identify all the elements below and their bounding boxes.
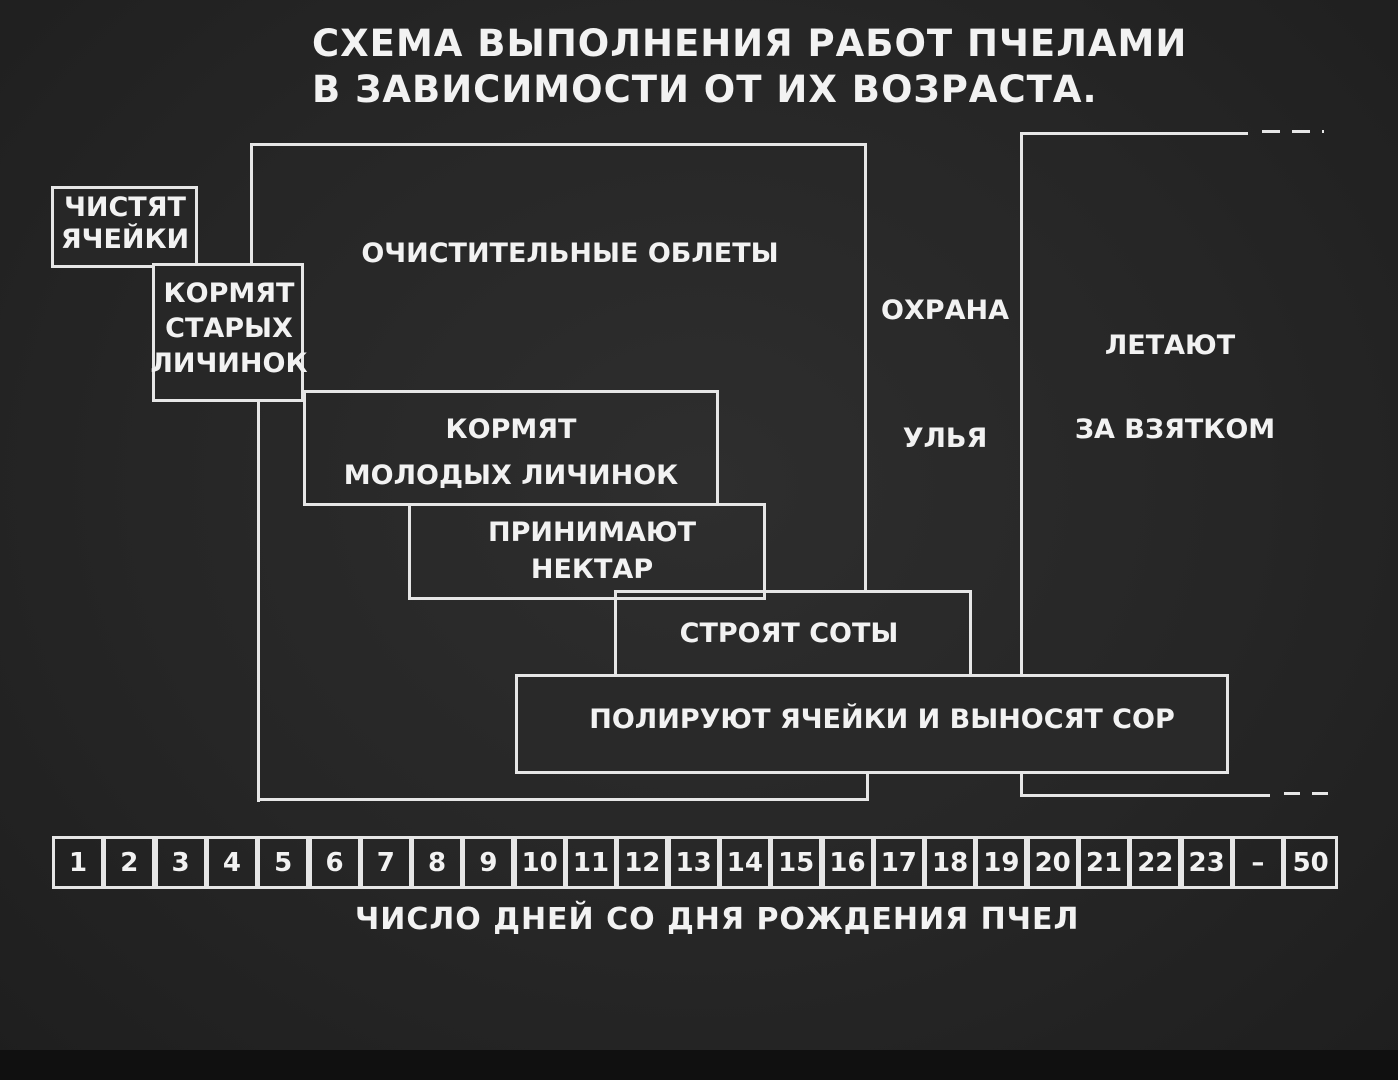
task-label-cleaning: ЧИСТЯТ ЯЧЕЙКИ bbox=[60, 192, 190, 255]
day-cell: 15 bbox=[770, 836, 823, 889]
task-box-cleaning bbox=[51, 186, 198, 268]
task-label-guard-2: УЛЬЯ bbox=[902, 423, 988, 454]
day-cell: 7 bbox=[359, 836, 412, 889]
day-cell: 5 bbox=[257, 836, 310, 889]
day-cell: 4 bbox=[205, 836, 258, 889]
day-cell: 1 bbox=[52, 836, 104, 889]
axis-label: ЧИСЛО ДНЕЙ СО ДНЯ РОЖДЕНИЯ ПЧЕЛ bbox=[355, 902, 1080, 937]
task-box-feed-old bbox=[152, 263, 304, 402]
flights-box-top bbox=[250, 143, 865, 146]
flights-box-right-lower bbox=[866, 772, 869, 801]
task-label-guard-1: ОХРАНА bbox=[881, 295, 1009, 326]
day-cell: 11 bbox=[565, 836, 617, 889]
flights-box-left bbox=[250, 143, 253, 263]
forage-box-top-dash bbox=[1262, 130, 1324, 133]
task-box-nectar bbox=[408, 503, 766, 600]
title-line-2: В ЗАВИСИМОСТИ ОТ ИХ ВОЗРАСТА. bbox=[312, 68, 1098, 111]
day-cell: 16 bbox=[821, 836, 874, 889]
day-cell: 22 bbox=[1129, 836, 1182, 889]
day-cell: 6 bbox=[308, 836, 361, 889]
day-cell: 21 bbox=[1078, 836, 1130, 889]
task-label-combs: СТРОЯТ СОТЫ bbox=[679, 618, 899, 649]
task-box-polish bbox=[515, 674, 1229, 774]
day-cell: 18 bbox=[924, 836, 977, 889]
task-label-nectar: ПРИНИМАЮТ НЕКТАР bbox=[487, 517, 697, 585]
day-cell: 9 bbox=[462, 836, 515, 889]
day-cell: 19 bbox=[975, 836, 1028, 889]
day-cell: 2 bbox=[103, 836, 156, 889]
flights-box-right bbox=[864, 143, 867, 593]
task-label-polish: ПОЛИРУЮТ ЯЧЕЙКИ И ВЫНОСЯТ СОР bbox=[589, 704, 1175, 735]
forage-box-top bbox=[1020, 132, 1248, 135]
day-cell: 17 bbox=[872, 836, 925, 889]
day-cell: 8 bbox=[411, 836, 464, 889]
day-cell: 3 bbox=[154, 836, 207, 889]
flights-box-left-lower bbox=[257, 400, 260, 802]
task-label-forage-2: ЗА ВЗЯТКОМ bbox=[1074, 414, 1276, 445]
day-cell: 50 bbox=[1283, 836, 1339, 889]
forage-box-bottom-dash bbox=[1284, 792, 1334, 795]
day-cell: 10 bbox=[513, 836, 566, 889]
day-cell: – bbox=[1231, 836, 1284, 889]
task-label-feed-old: КОРМЯТ СТАРЫХ ЛИЧИНОК bbox=[150, 278, 308, 379]
day-cell: 20 bbox=[1026, 836, 1079, 889]
day-cell: 12 bbox=[616, 836, 669, 889]
flights-box-bottom bbox=[257, 798, 869, 801]
day-cell: 13 bbox=[667, 836, 720, 889]
title-line-1: СХЕМА ВЫПОЛНЕНИЯ РАБОТ ПЧЕЛАМИ bbox=[312, 22, 1188, 65]
forage-box-left bbox=[1020, 132, 1023, 797]
day-cell: 14 bbox=[718, 836, 771, 889]
forage-box-bottom bbox=[1020, 794, 1270, 797]
task-label-flights: ОЧИСТИТЕЛЬНЫЕ ОБЛЕТЫ bbox=[361, 238, 779, 269]
task-label-forage-1: ЛЕТАЮТ bbox=[1104, 330, 1236, 361]
task-label-feed-young: КОРМЯТ МОЛОДЫХ ЛИЧИНОК bbox=[343, 414, 679, 491]
day-cell: 23 bbox=[1180, 836, 1233, 889]
